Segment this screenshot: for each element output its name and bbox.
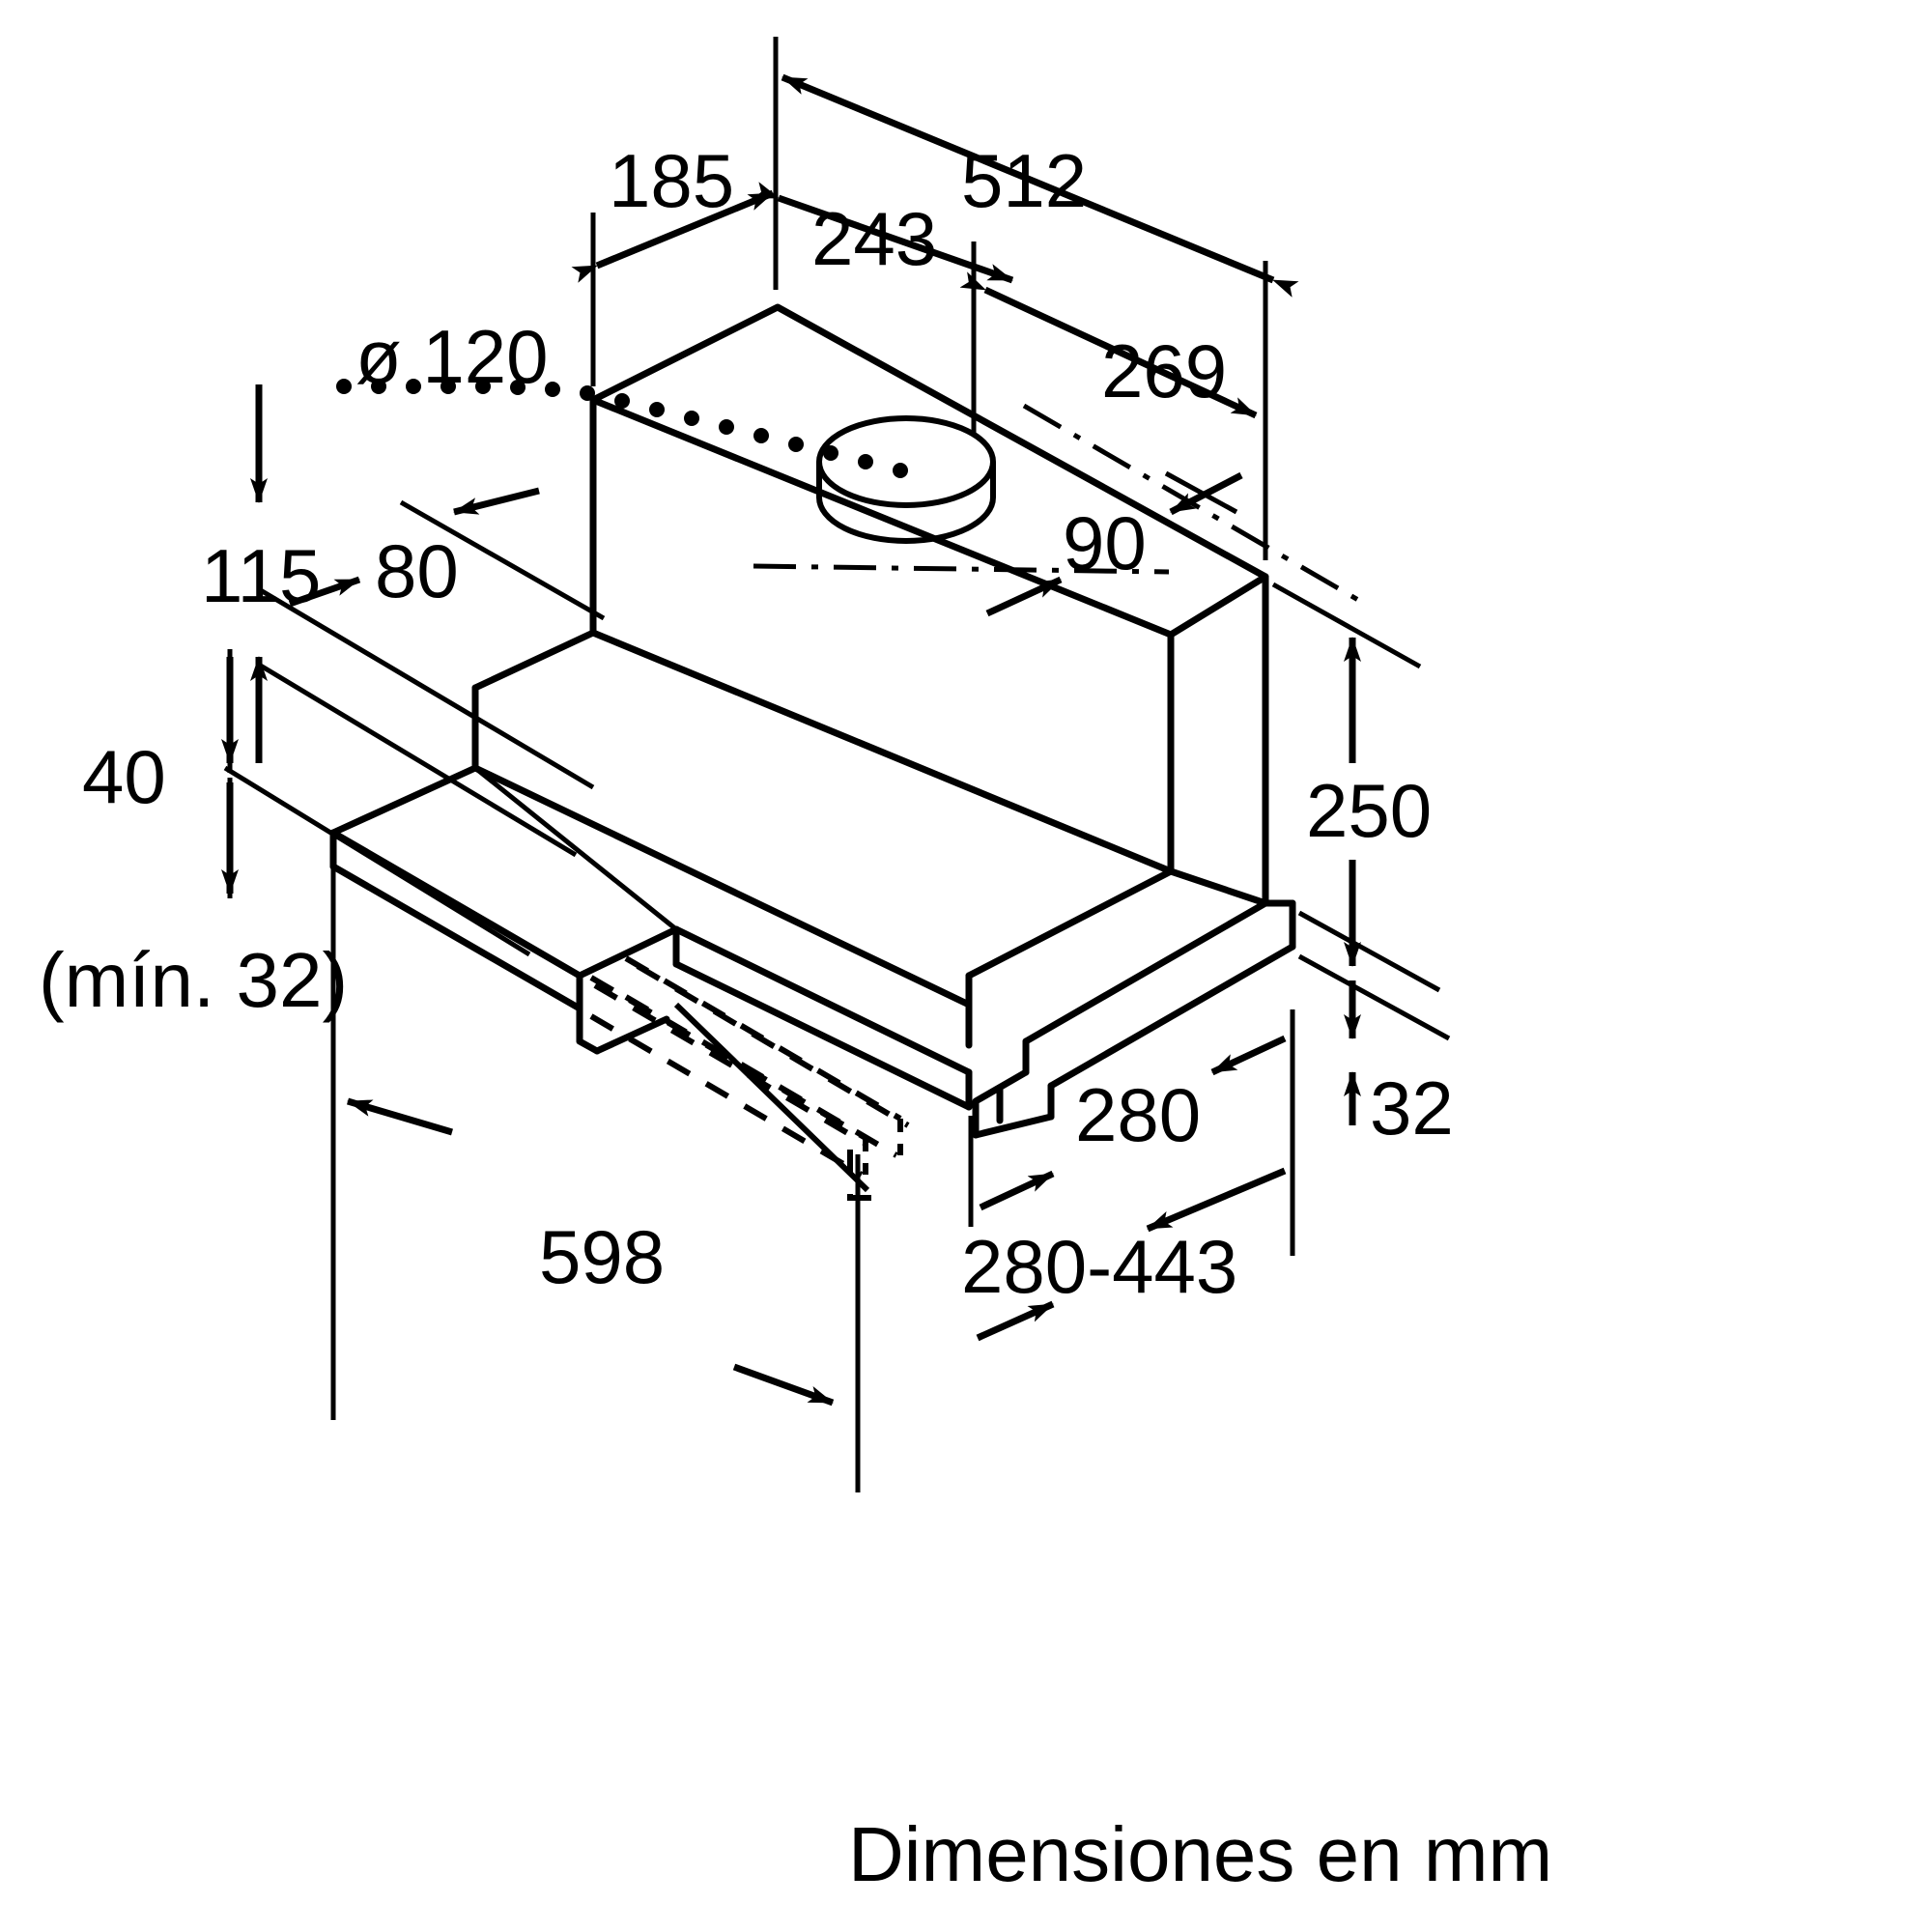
collar-bottom-arc (816, 497, 996, 544)
dim-label-40: 40 (82, 734, 166, 819)
dim-label-280: 280 (1075, 1072, 1202, 1157)
arrow-280-left (979, 1170, 1055, 1211)
drawer-top-slant (329, 829, 583, 980)
hidden-c (589, 1013, 864, 1178)
ext-80-slant (399, 499, 606, 621)
dim-label-32: 32 (1370, 1065, 1454, 1151)
arrow-80 (453, 487, 540, 516)
ext-32-lower (1297, 953, 1451, 1041)
arrow-280-right (1210, 1035, 1287, 1076)
ext-40-lower (223, 765, 531, 957)
centre-line-diagonal (1022, 403, 1372, 610)
ext-250-top (1271, 582, 1422, 669)
duct-collar (816, 415, 996, 544)
step-right-transition (965, 867, 1175, 980)
inner-front-edge (472, 765, 679, 932)
dim-label-269: 269 (1101, 328, 1228, 413)
handle-bottom-slant (672, 960, 973, 1111)
drawer-front-lower (329, 863, 583, 1012)
hood-right-bottom-edge (1167, 867, 1269, 907)
arrow-280443-left (976, 1300, 1055, 1342)
dim-label-512: 512 (961, 138, 1088, 223)
shelf-notch (972, 1068, 1030, 1139)
arrow-90 (985, 576, 1063, 617)
arrow-243 (753, 182, 1014, 284)
ext-115-lower (257, 662, 578, 858)
dim-label-115: 115 (201, 533, 322, 618)
drawing-caption: Dimensiones en mm (848, 1811, 1553, 1897)
arrow-280443-right (1146, 1167, 1287, 1233)
arrow-598-left (347, 1097, 453, 1136)
step-front-bottom (471, 764, 973, 1009)
dim-label-250: 250 (1306, 768, 1433, 853)
ext-250-bottom (1297, 910, 1441, 993)
collar-top-ellipse (816, 415, 996, 508)
centre-lines (753, 403, 1372, 610)
dim-label-90: 90 (1063, 500, 1147, 585)
shelf-notch-close (972, 1113, 1055, 1139)
handle-top-slant (672, 925, 973, 1076)
dim-label-185: 185 (609, 138, 735, 223)
drawer-bottom-slant (593, 1015, 670, 1055)
hidden-tab (847, 1150, 881, 1201)
dim-label-min-32: (mín. 32) (39, 937, 349, 1023)
arrow-90-right (1169, 471, 1243, 516)
drawer-hidden-edges-2 (589, 955, 903, 1201)
dim-label-80: 80 (375, 528, 459, 613)
dimension-arrows (221, 73, 1361, 1406)
drawer-top-left-edge (329, 764, 479, 837)
hood-front-lower-edge (589, 629, 1175, 875)
drawer-bottom-step (576, 1005, 601, 1055)
dim-label-598: 598 (539, 1214, 666, 1299)
ext-115-upper (257, 586, 595, 790)
arrow-115 (288, 576, 361, 608)
dim-label-diameter-120: ø 120 (355, 314, 549, 399)
shelf-upper-slant (1022, 899, 1269, 1045)
diameter-leader-dots (336, 379, 908, 478)
shelf-lower-slant (1047, 943, 1296, 1090)
centre-line-horizontal (753, 563, 1170, 575)
arrow-512 (781, 73, 1299, 298)
arrow-598-right (732, 1363, 835, 1406)
hidden-edge-1 (593, 982, 869, 1148)
hidden-b (624, 955, 902, 1122)
drawer-top-right-edge (576, 925, 680, 980)
dim-label-243: 243 (811, 196, 938, 281)
step-top-left-edge (471, 629, 597, 692)
arrow-185 (571, 189, 775, 283)
arrow-269 (959, 271, 1258, 419)
hidden-d (624, 994, 898, 1158)
dim-label-280-443: 280-443 (961, 1224, 1238, 1309)
